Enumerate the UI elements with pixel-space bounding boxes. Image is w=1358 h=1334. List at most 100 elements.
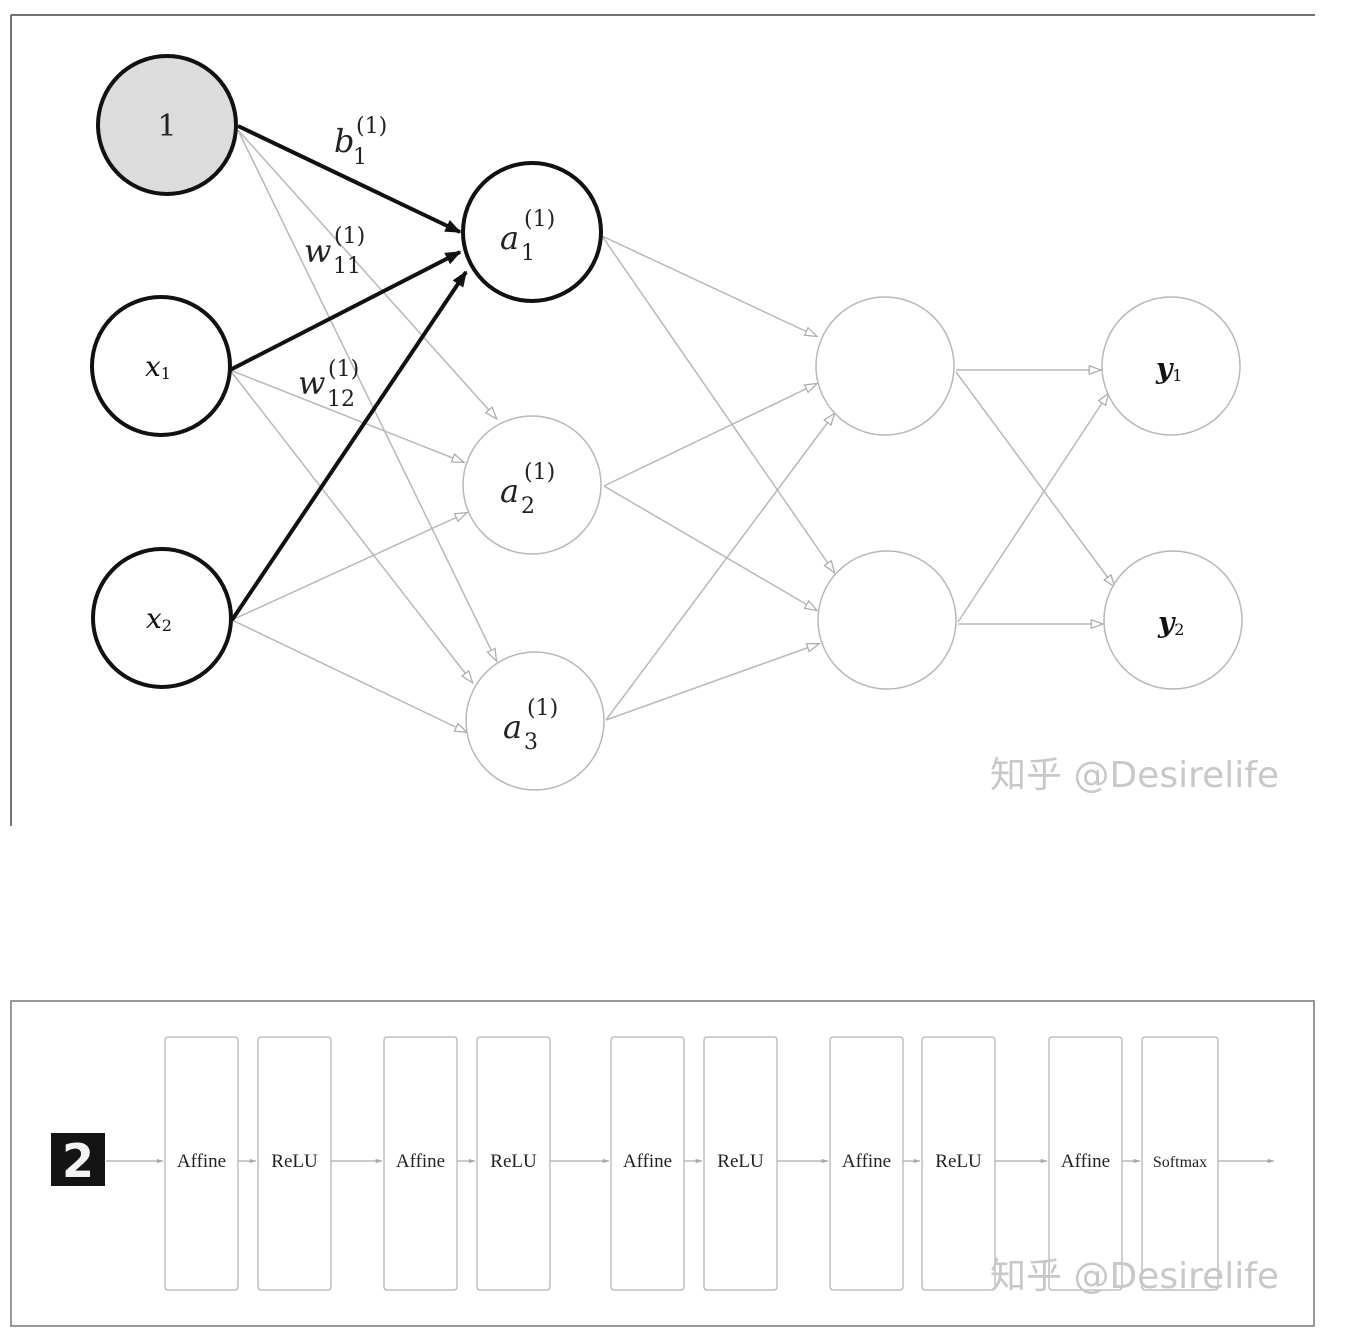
svg-text:x2: x2 — [146, 602, 172, 635]
layer-block-4-relu: ReLU — [476, 1036, 551, 1291]
layer-box — [1048, 1036, 1123, 1291]
edge-x1-a2 — [229, 369, 466, 464]
b1-sup: (1) — [356, 114, 387, 139]
a2-base: a — [500, 472, 519, 510]
svg-text:x1: x1 — [145, 350, 171, 383]
layer-box — [476, 1036, 551, 1291]
y2-base: y — [1157, 606, 1176, 639]
y1-sub: 1 — [1172, 366, 1182, 385]
edge-a3-h2 — [605, 642, 821, 721]
layer-block-9-affine: Affine — [1048, 1036, 1123, 1291]
a2-sub: 2 — [521, 494, 535, 519]
edge-a1-h2 — [601, 235, 836, 575]
input-layer: 1 x1 x2 — [90, 54, 238, 689]
edge-x2-a1 — [230, 270, 468, 622]
a1-node: a (1) 1 — [461, 161, 603, 303]
x1-base: x — [145, 350, 161, 383]
a1-sub: 1 — [521, 241, 535, 266]
x2-base: x — [146, 602, 162, 635]
y1-base: y — [1155, 352, 1174, 385]
layer-label: Affine — [623, 1151, 672, 1172]
edge-label-w11: w (1) 11 — [304, 224, 365, 279]
edge-a3-h1 — [605, 411, 836, 721]
a1-sup: (1) — [524, 207, 555, 232]
layer-box — [829, 1036, 904, 1291]
edge-bias-a2 — [237, 129, 499, 421]
w12-base: w — [298, 364, 325, 402]
pipeline-watermark: 知乎 @Desirelife — [990, 1256, 1279, 1297]
layer-label: Softmax — [1153, 1154, 1207, 1171]
layer-block-7-affine: Affine — [829, 1036, 904, 1291]
layer-box — [921, 1036, 996, 1291]
edge-h1-y2 — [955, 371, 1116, 589]
layer-label: Affine — [842, 1151, 891, 1172]
bias-node-label: 1 — [157, 109, 176, 144]
w12-sup: (1) — [328, 357, 359, 382]
pipeline-diagram: 2 Affine ReLU Affine ReLU Affine ReLU Affine Re… — [10, 1000, 1315, 1327]
edge-label-w12: w (1) 12 — [298, 357, 359, 412]
b1-base: b — [334, 122, 354, 160]
a3-base: a — [503, 708, 522, 746]
layer-block-2-relu: ReLU — [257, 1036, 332, 1291]
highlighted-edges — [229, 124, 468, 622]
edge-a1-h1 — [601, 235, 819, 338]
bias-node: 1 — [96, 54, 238, 196]
layer-block-5-affine: Affine — [610, 1036, 685, 1291]
edge-x1-a1 — [229, 250, 462, 372]
y2-sub: 2 — [1174, 620, 1184, 639]
edge-a2-h2 — [603, 485, 819, 612]
b1-sub: 1 — [353, 145, 367, 170]
edge-bias-a1 — [237, 124, 462, 234]
layer-label: ReLU — [271, 1151, 318, 1172]
a2-node: a (1) 2 — [462, 415, 602, 555]
w11-sub: 11 — [333, 254, 361, 279]
edge-label-b1: b (1) 1 — [334, 114, 387, 170]
w11-sup: (1) — [334, 224, 365, 249]
y1-node: y1 — [1101, 296, 1241, 436]
layer-box — [383, 1036, 458, 1291]
layer-box — [610, 1036, 685, 1291]
input-digit: 2 — [62, 1134, 94, 1188]
layer-box — [164, 1036, 239, 1291]
layer-box — [257, 1036, 332, 1291]
edge-x2-a2 — [231, 511, 469, 621]
x1-sub: 1 — [161, 364, 171, 383]
pipeline-layers: Affine ReLU Affine ReLU Affine ReLU Affine ReLU… — [164, 1036, 1219, 1291]
input-digit-image: 2 — [51, 1133, 105, 1188]
layer-block-10-softmax: Softmax — [1141, 1036, 1219, 1291]
edge-h2-y1 — [957, 391, 1110, 623]
hidden-layer-2 — [815, 296, 957, 690]
edge-a2-h1 — [603, 382, 819, 487]
a3-sup: (1) — [527, 696, 558, 721]
x1-node: x1 — [90, 295, 232, 437]
x2-sub: 2 — [162, 616, 172, 635]
layer-label: ReLU — [490, 1151, 537, 1172]
edge-x1-a3 — [229, 369, 474, 685]
w12-sub: 12 — [327, 387, 355, 412]
a3-node: a (1) 3 — [465, 651, 605, 791]
layer-block-1-affine: Affine — [164, 1036, 239, 1291]
w11-base: w — [304, 232, 331, 270]
a3-sub: 3 — [524, 730, 538, 755]
layer-block-6-relu: ReLU — [703, 1036, 778, 1291]
layer-label: ReLU — [935, 1151, 982, 1172]
y2-node: y2 — [1103, 550, 1243, 690]
h2-node — [817, 550, 957, 690]
svg-text:y1: y1 — [1155, 352, 1182, 385]
layer-block-3-affine: Affine — [383, 1036, 458, 1291]
h1-node — [815, 296, 955, 436]
hidden-layer-1: a (1) 1 a (1) 2 a (1) 3 — [461, 161, 605, 791]
layer-label: ReLU — [717, 1151, 764, 1172]
edge-bias-a3 — [237, 129, 498, 663]
network-diagram: 1 x1 x2 a (1) 1 a (1) 2 — [10, 14, 1315, 826]
edge-x2-a3 — [231, 619, 469, 734]
layer-box — [1141, 1036, 1219, 1291]
layer-label: Affine — [177, 1151, 226, 1172]
layer-label: Affine — [1061, 1151, 1110, 1172]
output-layer: y1 y2 — [1101, 296, 1243, 690]
x2-node: x2 — [91, 547, 233, 689]
svg-text:y2: y2 — [1157, 606, 1184, 639]
layer-block-8-relu: ReLU — [921, 1036, 996, 1291]
a1-base: a — [500, 219, 519, 257]
